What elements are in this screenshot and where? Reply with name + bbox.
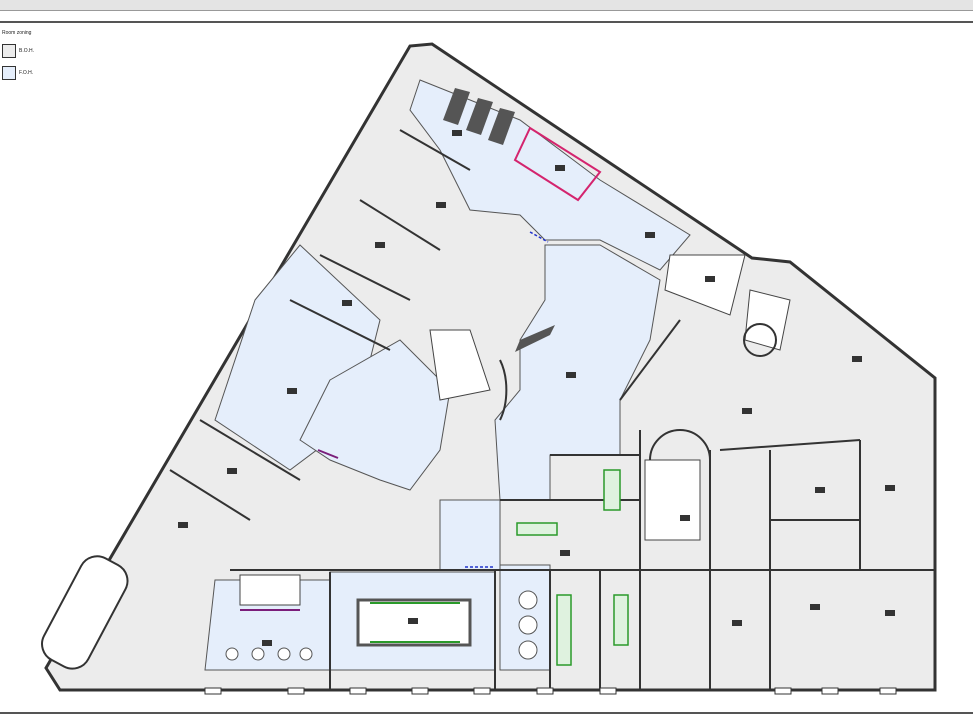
vehicle-outline bbox=[41, 555, 129, 670]
legend-title: Room zoning bbox=[2, 30, 32, 36]
foh-reception bbox=[299, 339, 451, 491]
stairs bbox=[239, 254, 791, 606]
foh-corridor-bottom bbox=[439, 499, 501, 571]
purple-door-marker bbox=[317, 449, 339, 459]
facade-columns bbox=[204, 687, 897, 695]
window-top-bar bbox=[0, 0, 973, 11]
green-fixtures bbox=[516, 469, 629, 666]
legend-item-boh: B.O.H. bbox=[2, 44, 34, 58]
legend-label-boh: B.O.H. bbox=[19, 48, 35, 54]
room-zoning-legend: Room zoning B.O.H. F.O.H. bbox=[2, 30, 34, 88]
building-outline bbox=[44, 42, 937, 692]
interior-walls bbox=[169, 129, 935, 690]
top-divider bbox=[0, 21, 973, 23]
room-tags bbox=[178, 130, 895, 646]
foh-zones bbox=[204, 79, 691, 671]
legend-label-foh: F.O.H. bbox=[19, 70, 34, 76]
dark-furniture bbox=[443, 88, 555, 352]
legend-item-foh: F.O.H. bbox=[2, 66, 34, 80]
foh-swatch bbox=[2, 66, 16, 80]
boh-swatch bbox=[2, 44, 16, 58]
blue-dashed-lines bbox=[465, 231, 549, 568]
round-tables bbox=[225, 590, 538, 661]
bottom-divider bbox=[0, 712, 973, 714]
meeting-table-highlight bbox=[370, 602, 460, 643]
pink-highlight-area bbox=[513, 126, 602, 202]
stair-cores bbox=[499, 323, 777, 461]
